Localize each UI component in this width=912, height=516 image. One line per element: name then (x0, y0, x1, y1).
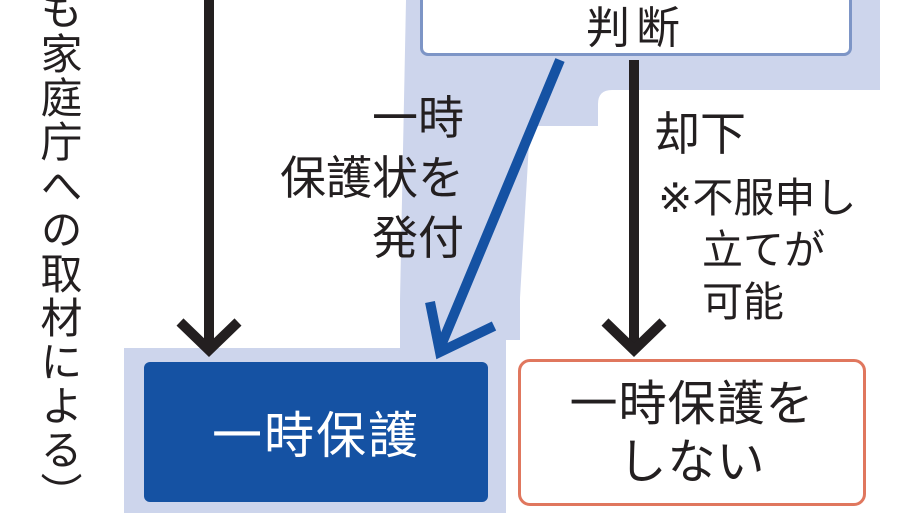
appeal-note-line2: 立てが (702, 226, 825, 274)
appeal-note-line3: 可能 (702, 278, 784, 326)
arrowhead-issue-warrant (425, 301, 497, 360)
no-protection-line2: しない (618, 433, 766, 490)
source-note: も家庭庁への取材による） (34, 0, 83, 516)
arrowhead-direct-protect (176, 318, 242, 357)
no-protection-label: 一時保護を しない (569, 375, 814, 491)
issue-label-line3: 発付 (372, 211, 464, 265)
no-protection-box: 一時保護を しない (518, 359, 866, 506)
temporary-protection-label: 一時保護 (212, 407, 420, 465)
temporary-protection-box: 一時保護 (144, 362, 488, 502)
issue-warrant-label: 一時 保護状を 発付 (228, 88, 464, 268)
arrowhead-reject (601, 318, 667, 357)
appeal-note-line1: ※不服申し (658, 174, 857, 222)
issue-label-line2: 保護状を (280, 151, 464, 205)
no-protection-line1: 一時保護を (569, 375, 815, 432)
arrow-issue-warrant (435, 58, 565, 350)
decision-label: 判断 (586, 3, 686, 54)
issue-label-line1: 一時 (372, 91, 464, 145)
reject-label: 却下 (654, 107, 746, 161)
appeal-note: ※不服申し 立てが 可能 (658, 172, 898, 328)
decision-box (420, 0, 852, 56)
